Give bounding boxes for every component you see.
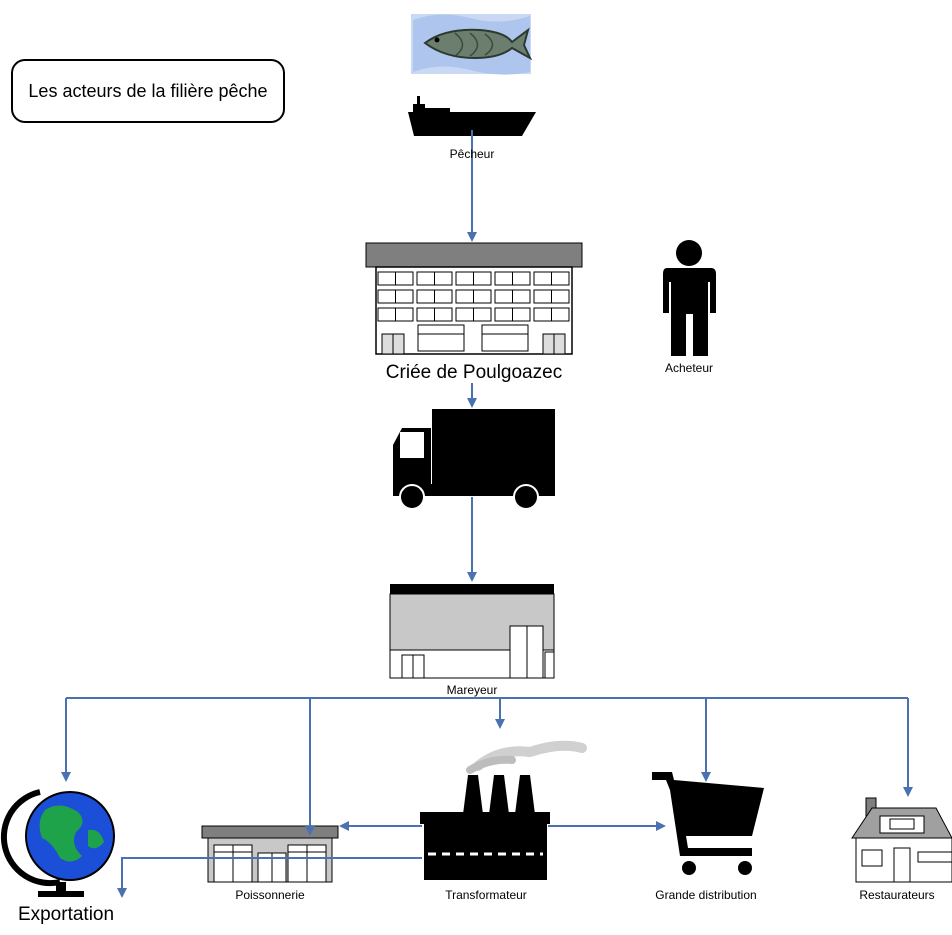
cart-icon: [652, 772, 764, 875]
label-pecheur: Pêcheur: [449, 147, 495, 161]
label-poissonnerie: Poissonnerie: [235, 888, 305, 902]
fish-icon: [411, 14, 533, 75]
label-grande-distribution: Grande distribution: [655, 888, 757, 902]
boat-icon: [408, 96, 536, 136]
person-icon: [663, 240, 716, 356]
auction-building-icon: [365, 242, 583, 355]
factory-icon: [420, 740, 587, 880]
diagram-title: Les acteurs de la filière pêche: [11, 59, 285, 123]
truck-icon: [393, 409, 555, 510]
house-icon: [851, 797, 952, 883]
label-mareyeur: Mareyeur: [446, 683, 498, 697]
label-criee: Criée de Poulgoazec: [385, 362, 563, 383]
warehouse-icon: [389, 584, 555, 679]
shop-icon: [201, 825, 339, 883]
label-exportation: Exportation: [17, 904, 115, 925]
label-restaurateurs: Restaurateurs: [859, 888, 935, 902]
label-acheteur: Acheteur: [664, 361, 714, 375]
arrow-transformateur-exportation: [117, 857, 422, 898]
label-transformateur: Transformateur: [445, 888, 527, 902]
flow-arrows: [61, 130, 913, 898]
globe-icon: [0, 789, 115, 897]
